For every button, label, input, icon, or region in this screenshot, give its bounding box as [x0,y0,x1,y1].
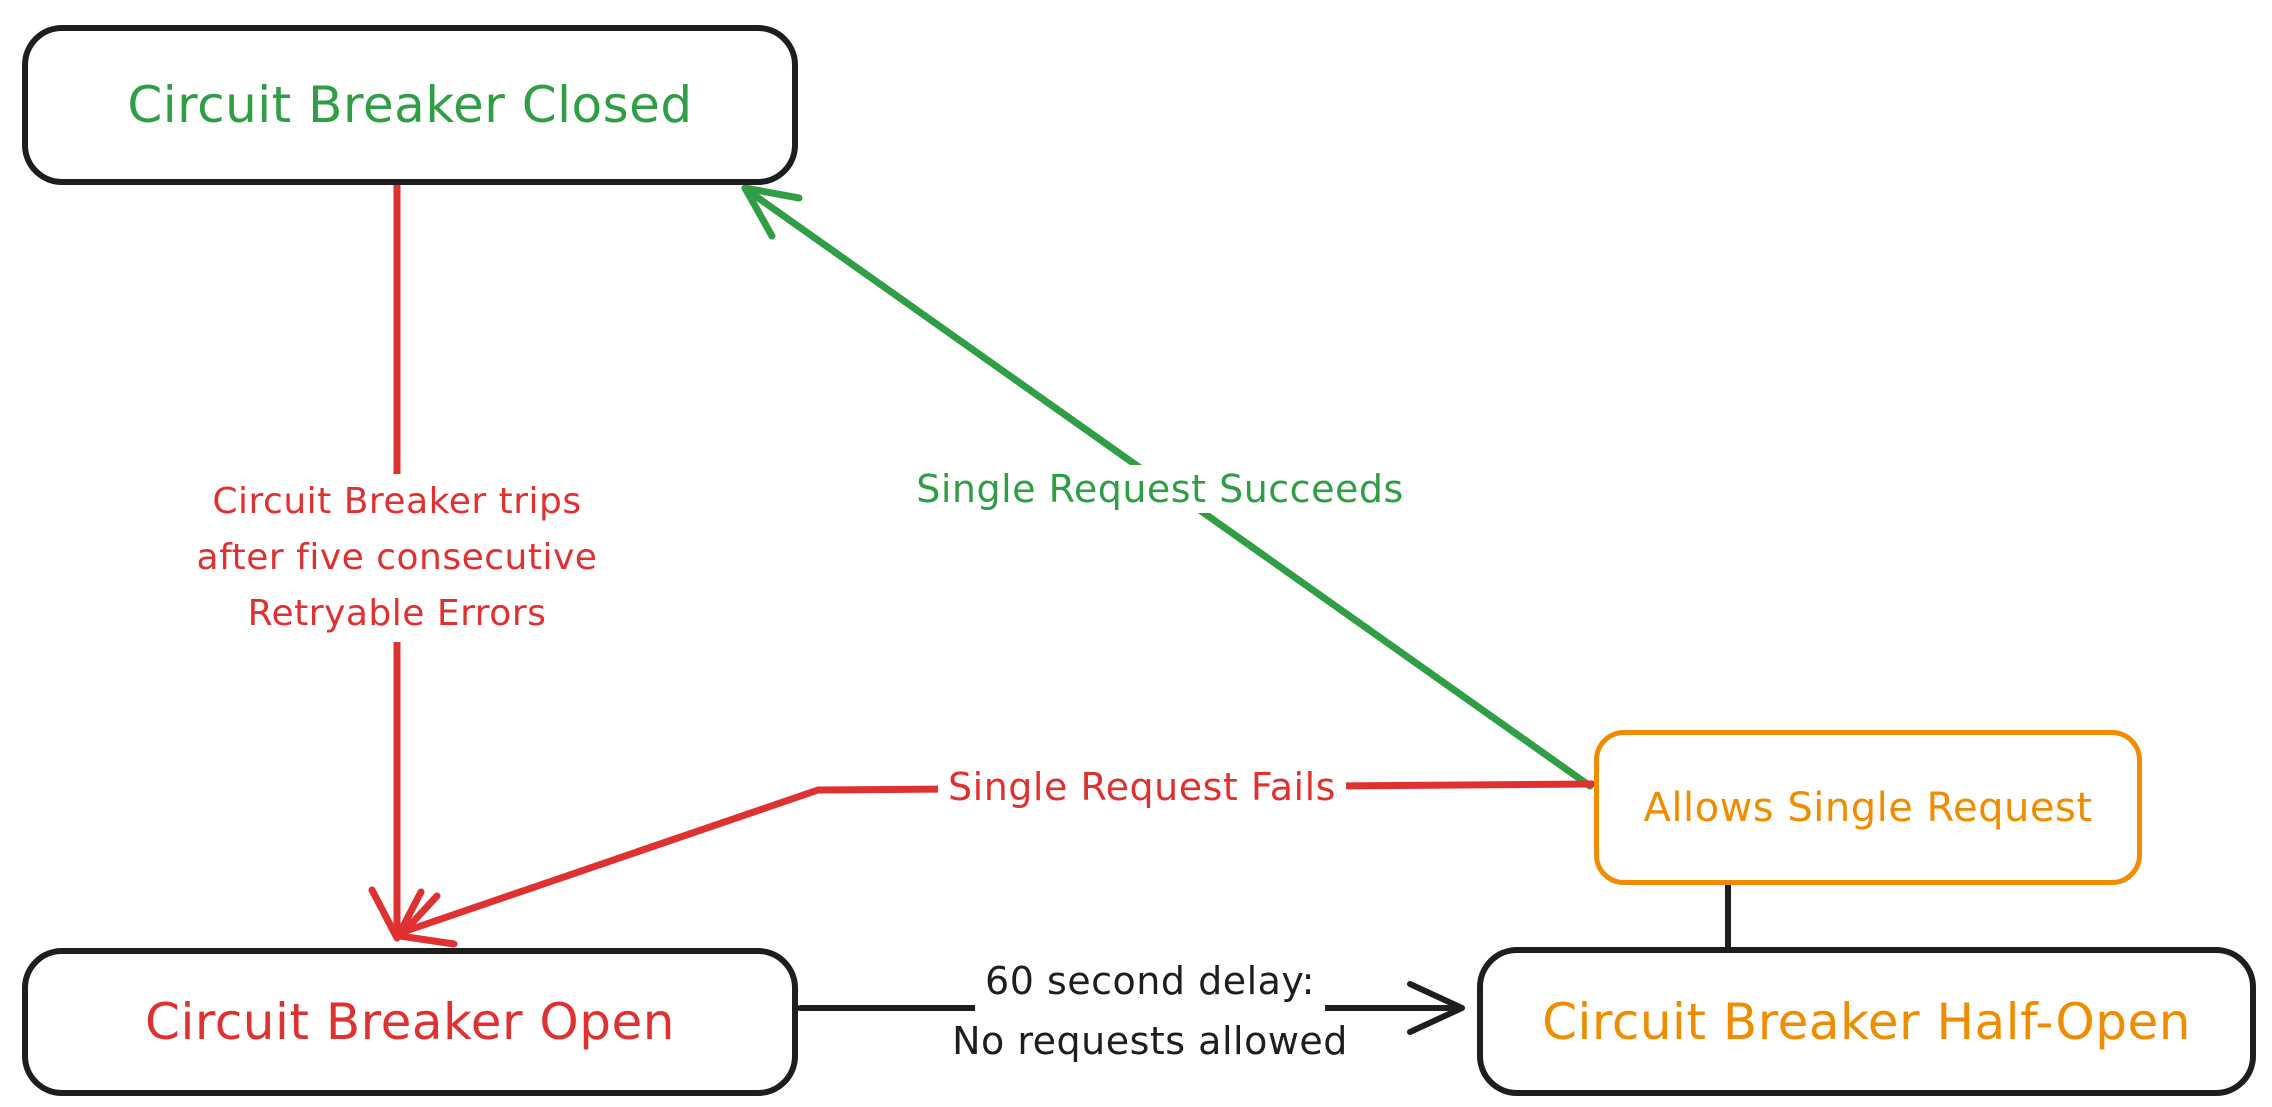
edge-label-trips: Circuit Breaker trips after five consecu… [186,474,608,642]
edge-label-fails-text: Single Request Fails [938,763,1346,811]
node-circuit-breaker-open: Circuit Breaker Open [22,948,798,1096]
edge-label-succeeds-text: Single Request Succeeds [906,465,1414,513]
edge-label-delay-line-1: 60 second delay: [975,951,1325,1011]
node-closed-label: Circuit Breaker Closed [127,76,693,134]
edge-label-trips-line-1: Circuit Breaker trips [202,474,592,530]
arrowhead-down-left-icon [396,892,458,948]
node-allows-single-request: Allows Single Request [1594,730,2142,885]
edge-label-delay: 60 second delay: No requests allowed [942,951,1358,1071]
edge-label-delay-line-2: No requests allowed [942,1011,1358,1071]
node-circuit-breaker-closed: Circuit Breaker Closed [22,25,798,185]
arrowhead-up-left-icon [741,184,803,240]
edge-label-trips-line-2: after five consecutive [186,530,608,586]
edge-label-trips-line-3: Retryable Errors [237,586,557,642]
edge-label-fails: Single Request Fails [938,763,1346,811]
node-circuit-breaker-half-open: Circuit Breaker Half-Open [1477,947,2256,1096]
arrowhead-right-icon [1407,981,1465,1035]
node-open-label: Circuit Breaker Open [145,993,675,1051]
node-half-open-label: Circuit Breaker Half-Open [1542,992,2191,1051]
edge-label-succeeds: Single Request Succeeds [906,465,1414,513]
node-allows-label: Allows Single Request [1643,784,2093,831]
